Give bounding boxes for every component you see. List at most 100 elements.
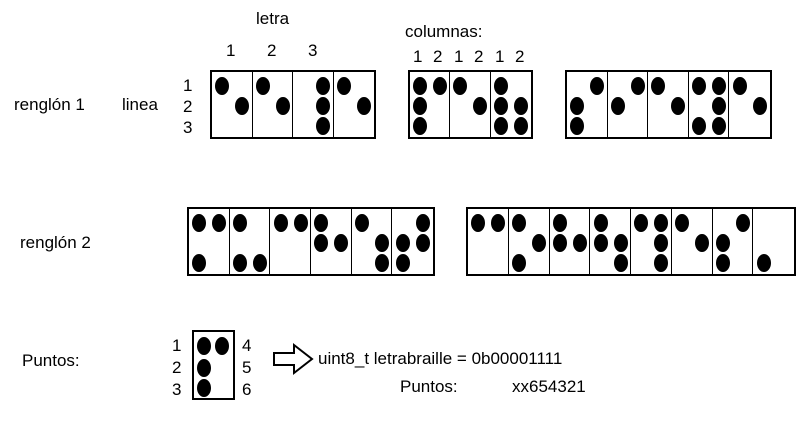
- braille-cell: [648, 72, 689, 137]
- braille-dot-1: [512, 214, 527, 232]
- braille-cell: [410, 72, 451, 137]
- dot-number-5: 5: [242, 358, 252, 377]
- braille-dot-5: [473, 97, 488, 115]
- braille-group: [187, 207, 435, 276]
- linea-num-3: 3: [183, 118, 193, 137]
- braille-dot-1: [732, 77, 747, 95]
- braille-dot-1: [215, 77, 230, 95]
- columnas-label: columnas:: [405, 22, 483, 41]
- legend-braille-cell: [192, 330, 235, 400]
- dot-number-2: 2: [172, 358, 182, 377]
- braille-dot-5: [275, 97, 290, 115]
- renglon-1-label: renglón 1: [14, 95, 85, 114]
- braille-dot-1: [314, 214, 329, 232]
- braille-dot-4: [630, 77, 645, 95]
- braille-dot-5: [712, 97, 727, 115]
- dot-number-3: 3: [172, 380, 182, 399]
- braille-cell: [491, 72, 531, 137]
- dot-number-1: 1: [172, 336, 182, 355]
- braille-dot-1: [471, 214, 486, 232]
- braille-dot-3: [692, 117, 707, 135]
- braille-dot-1: [197, 337, 211, 355]
- braille-dot-5: [513, 97, 528, 115]
- braille-dot-3: [570, 117, 585, 135]
- braille-cell: [194, 332, 233, 398]
- braille-dot-1: [273, 214, 288, 232]
- braille-dot-4: [212, 214, 227, 232]
- letra-num-3: 3: [308, 41, 318, 60]
- braille-cell: [550, 209, 591, 274]
- braille-cell: [689, 72, 730, 137]
- linea-num-1: 1: [183, 76, 193, 95]
- braille-dot-5: [415, 234, 430, 252]
- braille-cell: [334, 72, 375, 137]
- braille-dot-2: [395, 234, 410, 252]
- braille-cell: [631, 209, 672, 274]
- braille-cell: [311, 209, 352, 274]
- braille-dot-2: [314, 234, 329, 252]
- braille-dot-1: [552, 214, 567, 232]
- braille-cell: [509, 209, 550, 274]
- braille-cell: [352, 209, 393, 274]
- braille-group: [408, 70, 533, 139]
- braille-dot-3: [512, 254, 527, 272]
- braille-dot-2: [593, 234, 608, 252]
- braille-dot-1: [493, 77, 508, 95]
- puntos-label: Puntos:: [22, 351, 80, 370]
- columnas-num-2: 2: [433, 47, 443, 66]
- braille-dot-5: [316, 97, 331, 115]
- braille-cell: [270, 209, 311, 274]
- braille-dot-2: [610, 97, 625, 115]
- braille-dot-1: [336, 77, 351, 95]
- braille-dot-2: [552, 234, 567, 252]
- braille-dot-4: [293, 214, 308, 232]
- columnas-num-6: 2: [515, 47, 525, 66]
- braille-dot-6: [252, 254, 267, 272]
- braille-dot-1: [453, 77, 468, 95]
- columnas-num-5: 1: [495, 47, 505, 66]
- braille-dot-5: [235, 97, 250, 115]
- braille-dot-4: [433, 77, 448, 95]
- braille-dot-4: [654, 214, 669, 232]
- braille-group: [565, 70, 772, 139]
- braille-cell: [212, 72, 253, 137]
- braille-cell: [729, 72, 770, 137]
- braille-dot-1: [634, 214, 649, 232]
- braille-dot-5: [654, 234, 669, 252]
- braille-dot-3: [756, 254, 771, 272]
- braille-cell: [608, 72, 649, 137]
- braille-dot-1: [692, 77, 707, 95]
- braille-cell: [672, 209, 713, 274]
- braille-cell: [230, 209, 271, 274]
- braille-cell: [293, 72, 334, 137]
- braille-cell: [567, 72, 608, 137]
- dot-number-4: 4: [242, 336, 252, 355]
- braille-dot-6: [316, 117, 331, 135]
- braille-dot-5: [695, 234, 710, 252]
- braille-dot-3: [395, 254, 410, 272]
- braille-dot-5: [572, 234, 587, 252]
- braille-dot-5: [671, 97, 686, 115]
- braille-cell: [392, 209, 433, 274]
- braille-group: [210, 70, 376, 139]
- braille-dot-6: [613, 254, 628, 272]
- letra-num-1: 1: [226, 41, 236, 60]
- braille-dot-1: [675, 214, 690, 232]
- braille-dot-5: [532, 234, 547, 252]
- braille-cell: [189, 209, 230, 274]
- braille-dot-1: [192, 214, 207, 232]
- linea-label: linea: [122, 95, 158, 114]
- braille-dot-4: [215, 337, 229, 355]
- braille-dot-5: [374, 234, 389, 252]
- braille-cell: [450, 72, 491, 137]
- braille-dot-4: [491, 214, 506, 232]
- braille-dot-1: [255, 77, 270, 95]
- columnas-num-1: 1: [413, 47, 423, 66]
- braille-dot-1: [651, 77, 666, 95]
- braille-dot-2: [413, 97, 428, 115]
- letra-label: letra: [256, 9, 290, 28]
- braille-dot-5: [752, 97, 767, 115]
- braille-dot-1: [232, 214, 247, 232]
- columnas-num-3: 1: [454, 47, 464, 66]
- braille-dot-3: [413, 117, 428, 135]
